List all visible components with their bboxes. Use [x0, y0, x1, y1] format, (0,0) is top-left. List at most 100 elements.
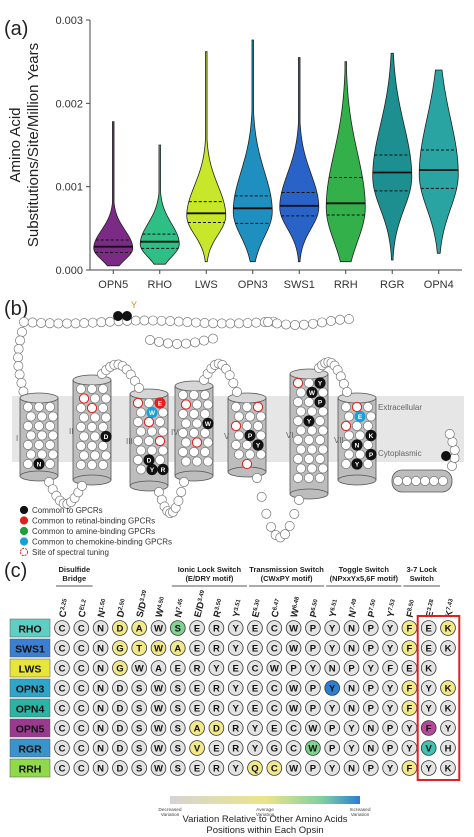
spectral-tuning-site	[292, 377, 304, 389]
residue-letter: P	[368, 764, 375, 775]
helix-residue	[79, 412, 89, 423]
helix8-residue	[429, 476, 439, 486]
residue-letter: Y	[426, 704, 433, 715]
key-residue-letter: W	[309, 390, 316, 397]
key-residue	[303, 415, 315, 427]
violin-rho	[139, 144, 180, 265]
residue-cell	[170, 680, 186, 696]
residue-cell	[189, 620, 205, 636]
residue-letter: D	[116, 764, 123, 775]
residue-letter: N	[97, 664, 104, 675]
residue-letter: Y	[387, 704, 394, 715]
n-terminal-residue	[156, 315, 167, 326]
residue-cell	[343, 680, 360, 696]
residue-cell	[131, 620, 148, 636]
opsin-label-bg	[9, 698, 51, 718]
colorbar-label: Increased	[349, 807, 370, 813]
helix-bottom	[337, 474, 377, 486]
residue-cell	[170, 620, 186, 636]
residue-cell	[305, 760, 321, 776]
spectral-tuning-site	[180, 399, 192, 410]
helix-residue	[26, 430, 36, 441]
residue-letter: Y	[368, 664, 375, 675]
residue-letter: Y	[426, 684, 433, 695]
opsin-label-bg	[9, 738, 51, 758]
residue-letter: S	[175, 744, 181, 755]
spectral-tuning-site	[78, 393, 90, 404]
residue-cell	[131, 740, 148, 756]
residue-letter: K	[445, 704, 452, 715]
helix-residue	[23, 440, 33, 450]
residue-letter: N	[97, 724, 104, 735]
residue-letter: Y	[213, 664, 220, 675]
loop-residue	[190, 337, 200, 348]
residue-letter: C	[59, 664, 66, 675]
key-residue-letter: N	[355, 443, 360, 450]
residue-letter: P	[368, 684, 375, 695]
residue-letter: S	[136, 684, 142, 695]
loop-residue	[335, 314, 345, 325]
position-header: E/D3.49	[192, 589, 210, 619]
residue-letter: C	[78, 704, 85, 715]
residue-letter: C	[59, 684, 66, 695]
residue-letter: W	[289, 644, 298, 655]
key-residue	[314, 377, 326, 389]
loop-residue	[280, 529, 290, 540]
loop-residue	[145, 335, 155, 345]
residue-letter: P	[368, 624, 375, 635]
glyco-icon: Y	[131, 300, 137, 310]
violin-opn4	[418, 69, 459, 254]
residue-cell	[54, 740, 70, 756]
residue-cell	[343, 760, 360, 776]
residue-cell	[324, 760, 341, 776]
residue-cell	[285, 660, 302, 676]
colorbar-label: Decreased	[158, 807, 182, 813]
helix-residue	[90, 393, 100, 404]
residue-letter: N	[348, 624, 355, 635]
helix8-residue	[420, 476, 430, 486]
helix-residue	[231, 440, 241, 450]
helix-residue	[87, 460, 97, 470]
residue-letter: K	[425, 664, 432, 675]
helix-residue	[355, 449, 365, 460]
residue-letter: K	[445, 764, 452, 775]
residue-cell	[131, 660, 148, 676]
key-residue	[306, 386, 318, 399]
residue-letter: C	[271, 624, 278, 635]
residue-cell	[285, 640, 302, 656]
loop-residue	[284, 521, 295, 531]
loop-residue	[163, 338, 173, 349]
residue-letter: P	[368, 704, 375, 715]
helix-residue	[307, 444, 317, 455]
spectral-tuning-site	[86, 402, 98, 414]
group-header: (E/DRY motif)	[185, 574, 233, 583]
residue-cell	[54, 720, 70, 736]
helix-residue	[293, 416, 303, 426]
residue-cell	[208, 720, 225, 736]
opsin-label-bg	[9, 678, 51, 698]
helix-residue	[296, 463, 306, 474]
helix-residue	[245, 449, 255, 460]
loop-residue	[14, 369, 25, 380]
panel-c-label: (c)	[4, 560, 28, 582]
violin-sws1	[279, 57, 320, 263]
residue-letter: A	[136, 624, 143, 635]
legend-swatch	[19, 505, 29, 515]
residue-cell	[189, 720, 205, 736]
residue-cell	[112, 700, 128, 716]
residue-cell	[150, 760, 167, 776]
residue-letter: Y	[329, 624, 336, 635]
n-terminal-residue	[191, 317, 201, 328]
helix-residue	[256, 430, 266, 441]
residue-letter: Y	[252, 744, 259, 755]
opsin-label: RGR	[18, 744, 42, 756]
residue-cell	[266, 720, 283, 736]
residue-letter: F	[406, 644, 412, 655]
residue-letter: P	[387, 744, 394, 755]
residue-letter: D	[116, 624, 123, 635]
residue-letter: Y	[310, 664, 317, 675]
n-terminal-residue	[225, 318, 236, 329]
helix-residue	[101, 393, 111, 404]
residue-letter: E	[406, 664, 412, 675]
opsin-label: OPN4	[16, 704, 45, 716]
